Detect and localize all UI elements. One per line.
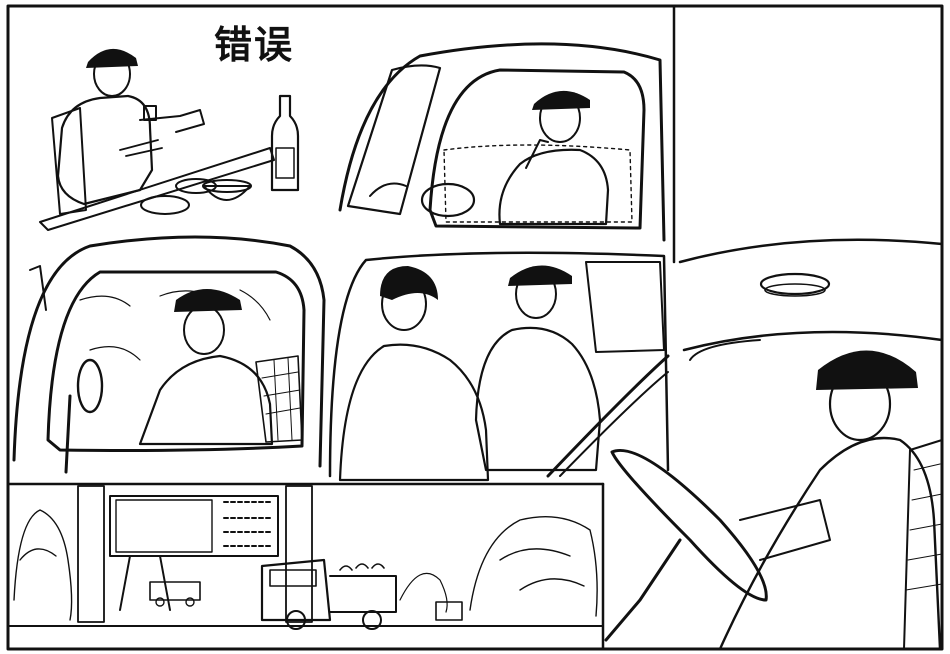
cab-seat-icon xyxy=(903,439,943,650)
billboard-legs xyxy=(119,555,171,611)
steering-wheel-rim xyxy=(559,371,669,477)
eating-driver-body xyxy=(498,148,610,226)
bowl-icon xyxy=(203,185,251,201)
bowl-rim xyxy=(202,179,252,193)
outer-border xyxy=(6,4,944,651)
trees-left-icon xyxy=(13,509,73,621)
hand-to-mouth xyxy=(525,139,549,169)
billboard-picture xyxy=(115,499,213,553)
small-truck-wheel xyxy=(155,597,165,607)
car-handle xyxy=(369,182,407,197)
panel-distracted-driver xyxy=(12,235,326,474)
bottle-label xyxy=(275,147,295,179)
gate-pillar-left xyxy=(77,485,105,623)
truck-cargo xyxy=(339,563,385,571)
truck-bed-icon xyxy=(329,575,397,613)
truck-cab-icon xyxy=(260,558,332,622)
panel-driver-cab-closeup xyxy=(604,238,944,651)
billboard-icon xyxy=(109,495,279,557)
cap-icon xyxy=(86,48,138,68)
plaid-seat-icon xyxy=(255,355,303,443)
cab-driver-arm xyxy=(739,499,831,561)
distracted-driver-head xyxy=(183,305,225,355)
seat-pattern xyxy=(905,463,943,591)
billboard-text-lines xyxy=(223,501,271,547)
door-frame xyxy=(689,339,761,361)
antenna-icon xyxy=(29,265,47,311)
wine-bottle-icon xyxy=(270,94,300,192)
cap-icon-3 xyxy=(174,289,242,312)
small-truck-wheel-2 xyxy=(185,597,195,607)
dome-light-rim xyxy=(764,283,826,297)
cap-icon-2 xyxy=(532,90,590,110)
bushes-icon xyxy=(399,572,448,613)
windshield-icon xyxy=(346,64,442,216)
steering-wheel-icon-2 xyxy=(546,354,670,478)
dome-light-icon xyxy=(759,272,831,296)
raised-arm xyxy=(139,109,205,133)
trees-right-icon xyxy=(469,515,598,617)
steering-wheel-icon-3 xyxy=(610,449,768,602)
chatting-driver-body xyxy=(474,326,602,472)
distracted-driver-body xyxy=(138,354,274,446)
panel-drinking-at-table xyxy=(39,48,300,231)
steering-wheel-icon xyxy=(420,182,476,218)
car-window-icon-2 xyxy=(46,270,306,452)
table-icon xyxy=(39,147,275,231)
panel-eating-while-driving xyxy=(338,42,666,242)
small-truck-icon xyxy=(149,581,201,601)
rear-window-icon xyxy=(585,261,665,353)
plate-icon xyxy=(140,195,190,215)
cap-icon-4 xyxy=(508,265,572,286)
outside-foliage xyxy=(79,289,271,361)
dark-hair xyxy=(380,266,438,300)
mirror-post xyxy=(64,394,72,474)
gate-pillar-right xyxy=(285,485,313,623)
truck-wheel xyxy=(286,610,306,630)
seat-icon xyxy=(443,144,633,223)
distant-bus-icon xyxy=(435,601,463,621)
drinking-man-body xyxy=(56,94,154,206)
car-window-icon xyxy=(428,68,646,230)
cab-roof-line xyxy=(678,238,944,264)
car-body-top xyxy=(338,42,666,242)
cup-icon xyxy=(143,105,157,121)
panel-chatting-with-passenger xyxy=(328,251,670,482)
cab-frame xyxy=(328,251,670,478)
cab-upper-line xyxy=(682,330,944,352)
steering-column xyxy=(604,538,682,642)
truck-windshield xyxy=(269,569,317,587)
side-mirror-icon xyxy=(76,358,104,414)
chopsticks-icon xyxy=(119,139,163,157)
plaid-pattern xyxy=(261,357,301,441)
passenger-body xyxy=(338,343,490,482)
panel-street-scene xyxy=(7,485,604,630)
truck-wheel-2 xyxy=(362,610,382,630)
cab-driver-body xyxy=(718,436,942,651)
title-text: 错误 xyxy=(214,23,295,67)
cap-icon-5 xyxy=(816,350,918,390)
car-body-left xyxy=(12,235,326,468)
chair-icon xyxy=(51,107,87,215)
